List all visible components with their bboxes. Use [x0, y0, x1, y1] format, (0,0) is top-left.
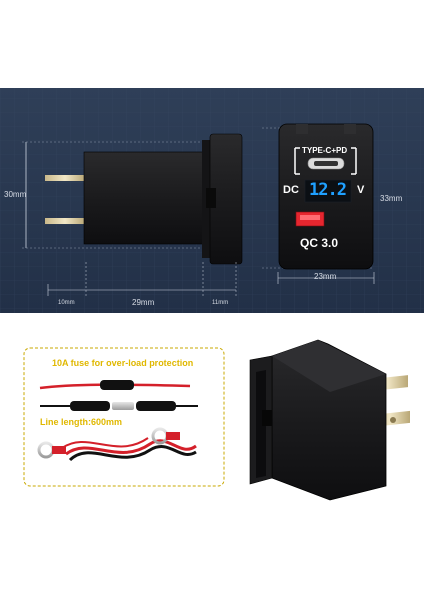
- front-height-dimension-label: 33mm: [380, 194, 403, 203]
- left-segment-dimension-label: 10mm: [58, 300, 75, 306]
- height-dimension-label: 30mm: [4, 190, 27, 199]
- front-view: [262, 123, 375, 284]
- volt-unit-label: V: [357, 184, 365, 196]
- side-view: [22, 133, 243, 296]
- body-length-dimension-label: 29mm: [132, 298, 155, 307]
- fuse-caption: 10A fuse for over-load protection: [52, 358, 194, 368]
- front-width-dimension-label: 23mm: [314, 272, 337, 281]
- right-segment-dimension-label: 11mm: [212, 300, 229, 306]
- line-length-caption: Line length:600mm: [40, 417, 123, 427]
- voltage-display: 12.2: [309, 180, 347, 200]
- dimension-panel: [0, 88, 424, 313]
- type-c-port-label: TYPE-C+PD: [302, 146, 348, 155]
- socket-photo: [249, 339, 410, 501]
- dc-label: DC: [283, 184, 299, 196]
- qc-label: QC 3.0: [300, 236, 339, 250]
- accessories-panel: [23, 347, 225, 487]
